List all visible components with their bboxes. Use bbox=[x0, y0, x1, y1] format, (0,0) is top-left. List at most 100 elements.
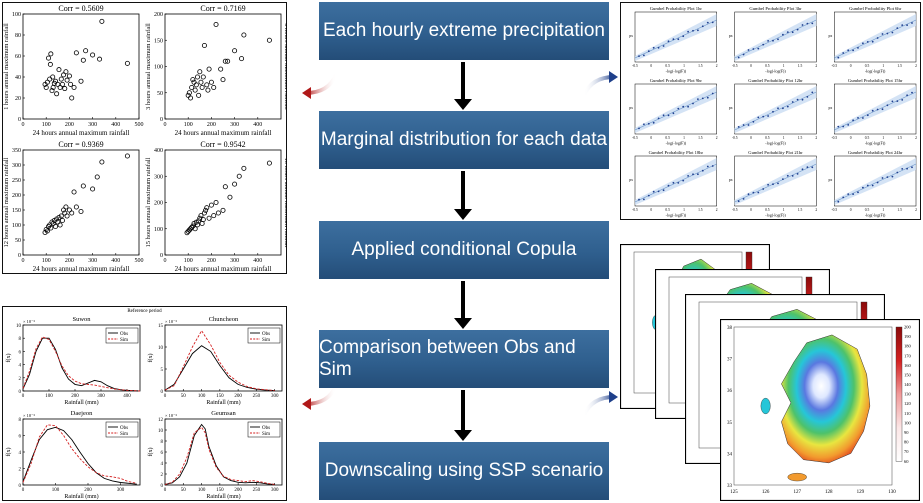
gumbel-point bbox=[767, 183, 769, 186]
gumbel-x-tick-label: 1 bbox=[783, 208, 785, 212]
gumbel-point bbox=[806, 166, 809, 169]
gumbel-point bbox=[652, 190, 655, 193]
legend-obs-label: Obs bbox=[120, 426, 128, 431]
y-tick-label: 10 bbox=[158, 429, 164, 434]
gumbel-point bbox=[881, 33, 884, 35]
gumbel-point bbox=[871, 109, 874, 112]
y-tick-label: 2 bbox=[161, 473, 164, 478]
x-tick-label: 300 bbox=[117, 488, 125, 493]
x-tick-label: 0 bbox=[22, 394, 25, 399]
gumbel-title: Gumbel Probability Plot 3hr bbox=[749, 6, 802, 11]
scatter-point bbox=[239, 56, 245, 62]
gumbel-point bbox=[706, 96, 709, 99]
x-tick-label: 0 bbox=[164, 394, 167, 399]
gumbel-point bbox=[881, 177, 884, 179]
colorbar-tick-label: 170 bbox=[904, 353, 912, 358]
scatter-point bbox=[232, 48, 238, 54]
y-tick-label: 0 bbox=[18, 253, 21, 259]
x-tick-label: 0 bbox=[22, 488, 25, 493]
y-tick-label: 8 bbox=[19, 418, 22, 423]
scatter-ylabel-left: 15 hours annual maximum rainfall bbox=[145, 157, 152, 247]
scatter-point bbox=[43, 85, 49, 91]
gumbel-point bbox=[837, 56, 840, 59]
gumbel-x-tick-label: 0 bbox=[650, 208, 652, 212]
scatter-point bbox=[57, 85, 63, 91]
gumbel-fit-line bbox=[834, 163, 917, 203]
gumbel-point bbox=[906, 94, 908, 97]
step-4-label: Comparison between Obs and Sim bbox=[319, 337, 576, 380]
scatter-point bbox=[206, 66, 212, 72]
gumbel-point bbox=[886, 176, 889, 179]
gumbel-x-tick-label: 0.5 bbox=[765, 136, 770, 140]
scatter-point bbox=[52, 78, 58, 84]
colorbar-tick-label: 60 bbox=[904, 459, 909, 464]
gumbel-point bbox=[638, 198, 640, 201]
gumbel-point bbox=[772, 39, 774, 42]
scatter-point bbox=[63, 204, 69, 210]
scatter-point bbox=[188, 95, 194, 101]
gumbel-point bbox=[662, 45, 665, 47]
gumbel-x-tick-label: 1 bbox=[683, 208, 685, 212]
gumbel-point bbox=[742, 53, 745, 56]
gumbel-point bbox=[711, 92, 714, 95]
gumbel-x-tick-label: -0.5 bbox=[632, 64, 638, 68]
gumbel-fit-line bbox=[734, 163, 817, 203]
scatter-point bbox=[49, 88, 55, 94]
scatter-point bbox=[220, 207, 226, 213]
gumbel-point bbox=[697, 98, 699, 100]
gumbel-point bbox=[762, 188, 765, 190]
gumbel-point bbox=[871, 40, 874, 43]
x-tick-label: 100 bbox=[42, 258, 51, 264]
gumbel-point bbox=[652, 121, 655, 124]
x-tick-label: 50 bbox=[181, 394, 187, 399]
gumbel-x-tick-label: 1 bbox=[882, 208, 884, 212]
x-tick-label: 0 bbox=[164, 122, 167, 128]
gumbel-point bbox=[672, 112, 675, 115]
scatter-ylabel-left: 3 hours annual maximum rainfall bbox=[145, 23, 152, 110]
gumbel-point bbox=[801, 168, 804, 171]
gumbel-point bbox=[786, 31, 789, 33]
y-tick-label: 80 bbox=[15, 33, 21, 39]
density-ylabel: f(x) bbox=[5, 354, 12, 363]
gumbel-fit-line bbox=[734, 19, 817, 59]
scatter-ylabel-left: 1 hours annual maximum rainfall bbox=[3, 23, 10, 110]
gumbel-point bbox=[811, 91, 814, 94]
colorbar-tick-label: 100 bbox=[904, 420, 912, 425]
y-tick-label: 200 bbox=[12, 193, 21, 199]
scatter-point bbox=[71, 189, 77, 195]
scatter-xlabel: 24 hours annual maximum rainfall bbox=[175, 129, 272, 137]
colorbar-tick-label: 90 bbox=[904, 430, 909, 435]
gumbel-point bbox=[891, 175, 894, 178]
gumbel-point bbox=[752, 120, 755, 123]
y-tick-label: 2 bbox=[19, 377, 22, 382]
gumbel-point bbox=[662, 189, 665, 192]
gumbel-point bbox=[796, 28, 799, 31]
gumbel-x-tick-label: -0.5 bbox=[831, 136, 837, 140]
x-tick-label: 0 bbox=[22, 258, 25, 264]
lat-tick-label: 35 bbox=[727, 421, 733, 426]
scatter-title: Corr = 0.7169 bbox=[200, 4, 245, 13]
scatter-point bbox=[64, 213, 70, 219]
x-tick-label: 0 bbox=[164, 258, 167, 264]
gumbel-point bbox=[811, 166, 814, 169]
step-5-label: Downscaling using SSP scenario bbox=[324, 460, 604, 481]
gumbel-x-tick-label: 1 bbox=[882, 136, 884, 140]
y-tick-label: 200 bbox=[154, 12, 163, 18]
x-tick-label: 200 bbox=[65, 258, 74, 264]
y-tick-label: 20 bbox=[15, 96, 21, 102]
gumbel-point bbox=[767, 115, 769, 117]
gumbel-x-tick-label: -0.5 bbox=[632, 136, 638, 140]
scatter-point bbox=[73, 50, 79, 56]
scatter-point bbox=[196, 218, 202, 224]
gumbel-point bbox=[786, 174, 789, 177]
scatter-xlabel: 24 hours annual maximum rainfall bbox=[33, 129, 130, 137]
gumbel-ylabel: px bbox=[629, 106, 633, 110]
x-tick-label: 200 bbox=[234, 488, 242, 493]
gumbel-xlabel: -log(-log(F)) bbox=[765, 141, 786, 146]
y-tick-label: 150 bbox=[12, 208, 21, 214]
gumbel-point bbox=[852, 49, 854, 52]
y-tick-label: 100 bbox=[12, 223, 21, 229]
gumbel-point bbox=[672, 181, 675, 184]
